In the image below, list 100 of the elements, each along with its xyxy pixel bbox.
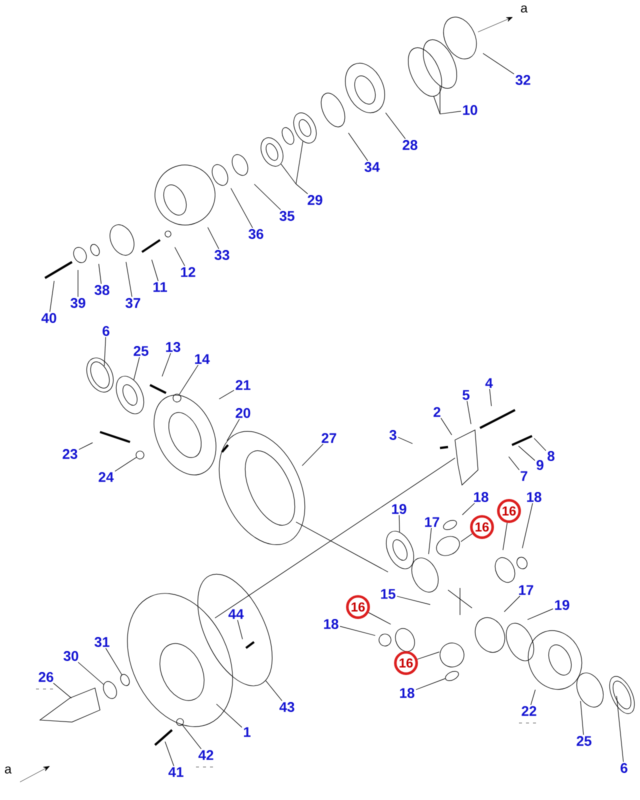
ring-part: [293, 112, 317, 144]
leader-line: [396, 596, 430, 605]
callout-number: 10: [463, 105, 478, 115]
leader-line: [302, 444, 324, 466]
leader-line: [518, 446, 536, 461]
leader-line: [162, 352, 172, 377]
leader-line: [98, 264, 102, 284]
leader-line: [385, 112, 406, 140]
ring-part: [176, 718, 184, 726]
leader-line: [50, 280, 54, 312]
leader-line: [522, 502, 533, 548]
callout-number: 18: [324, 619, 338, 629]
callout-number: 3: [389, 430, 396, 440]
leader-line: [502, 522, 508, 550]
leader-line: [237, 620, 243, 640]
leader-line: [530, 689, 536, 706]
ring-part: [445, 671, 459, 681]
reference-letter: a: [4, 766, 12, 774]
callout-number: 27: [322, 433, 336, 443]
callout-number: 36: [248, 229, 264, 239]
ring-part: [172, 394, 182, 402]
callout-number: 41: [168, 767, 184, 777]
leader-line: [78, 662, 104, 685]
callout-number: 43: [279, 702, 294, 712]
callout-number: 17: [519, 585, 534, 595]
callout-number: 6: [102, 326, 110, 336]
callout-number: 44: [228, 609, 244, 619]
callout-number: 23: [62, 449, 78, 459]
callout-number: 14: [195, 354, 210, 364]
callout-number: 39: [70, 298, 86, 308]
callout-number: 32: [516, 75, 530, 85]
leader-line: [230, 188, 253, 228]
leader-line: [174, 247, 186, 266]
leader-line: [527, 608, 554, 620]
callout-number: 33: [214, 250, 230, 260]
leader-line: [104, 336, 106, 366]
leader-line: [164, 741, 174, 766]
leader-line: [114, 457, 137, 472]
callout-number: 18: [400, 688, 414, 698]
reference-letter: a: [520, 5, 528, 13]
leader-line: [207, 227, 220, 250]
ring-part: [136, 450, 144, 460]
leader-line: [508, 456, 520, 470]
callout-number: 19: [555, 600, 570, 610]
callout-number: 35: [280, 211, 294, 221]
callout-number: 42: [198, 750, 214, 760]
leader-line: [433, 86, 462, 114]
callout-number: 30: [64, 651, 78, 661]
callout-number: 22: [522, 706, 536, 716]
leader-line: [348, 132, 368, 162]
leader-line: [489, 388, 492, 406]
callout-number: 37: [126, 298, 140, 308]
leader-line: [398, 436, 413, 444]
ring-part: [103, 681, 117, 699]
ring-part: [260, 137, 284, 167]
leader-line: [462, 502, 475, 516]
leader-line: [134, 356, 140, 380]
leader-line: [440, 418, 452, 436]
leader-line: [105, 648, 122, 675]
leader-line: [216, 704, 242, 728]
callout-number: 6: [620, 763, 628, 773]
callout-number: 15: [381, 589, 396, 599]
callout-number: 24: [98, 472, 114, 482]
callout-number: 21: [236, 380, 250, 390]
leader-line: [417, 652, 440, 660]
leader-line: [416, 678, 446, 690]
leader-line: [504, 596, 520, 612]
callout-number: 19: [392, 504, 406, 514]
ring-part: [408, 47, 442, 97]
callout-number: 25: [576, 736, 592, 746]
callout-number: 18: [474, 492, 488, 502]
leader-line: [126, 262, 132, 298]
leader-line: [482, 53, 514, 74]
callout-number: 18: [527, 492, 542, 502]
callout-number: 5: [462, 390, 470, 400]
leader-line: [460, 534, 472, 542]
leader-line: [265, 680, 282, 702]
callout-number: 13: [166, 342, 180, 352]
leader-line: [534, 438, 546, 451]
leader-line: [254, 184, 281, 210]
callout-number: 7: [520, 471, 528, 481]
callout-number: 1: [244, 727, 251, 737]
leader-line: [580, 700, 584, 736]
leader-line: [179, 364, 198, 395]
callout-number: 31: [94, 637, 110, 647]
leader-line: [78, 442, 93, 450]
callout-number: 17: [425, 517, 440, 527]
callout-number: 11: [153, 282, 168, 292]
leader-line: [398, 514, 400, 532]
callout-number: 26: [38, 672, 54, 682]
leader-line: [428, 528, 432, 554]
callout-number: 38: [94, 285, 110, 295]
callout-number: 20: [236, 408, 250, 418]
callout-number: 40: [41, 313, 56, 323]
ring-part: [422, 39, 458, 89]
ring-part: [120, 674, 130, 686]
leader-line: [182, 724, 202, 750]
callout-number: 9: [536, 460, 544, 470]
leader-line: [53, 682, 72, 698]
ring-part: [386, 530, 414, 570]
